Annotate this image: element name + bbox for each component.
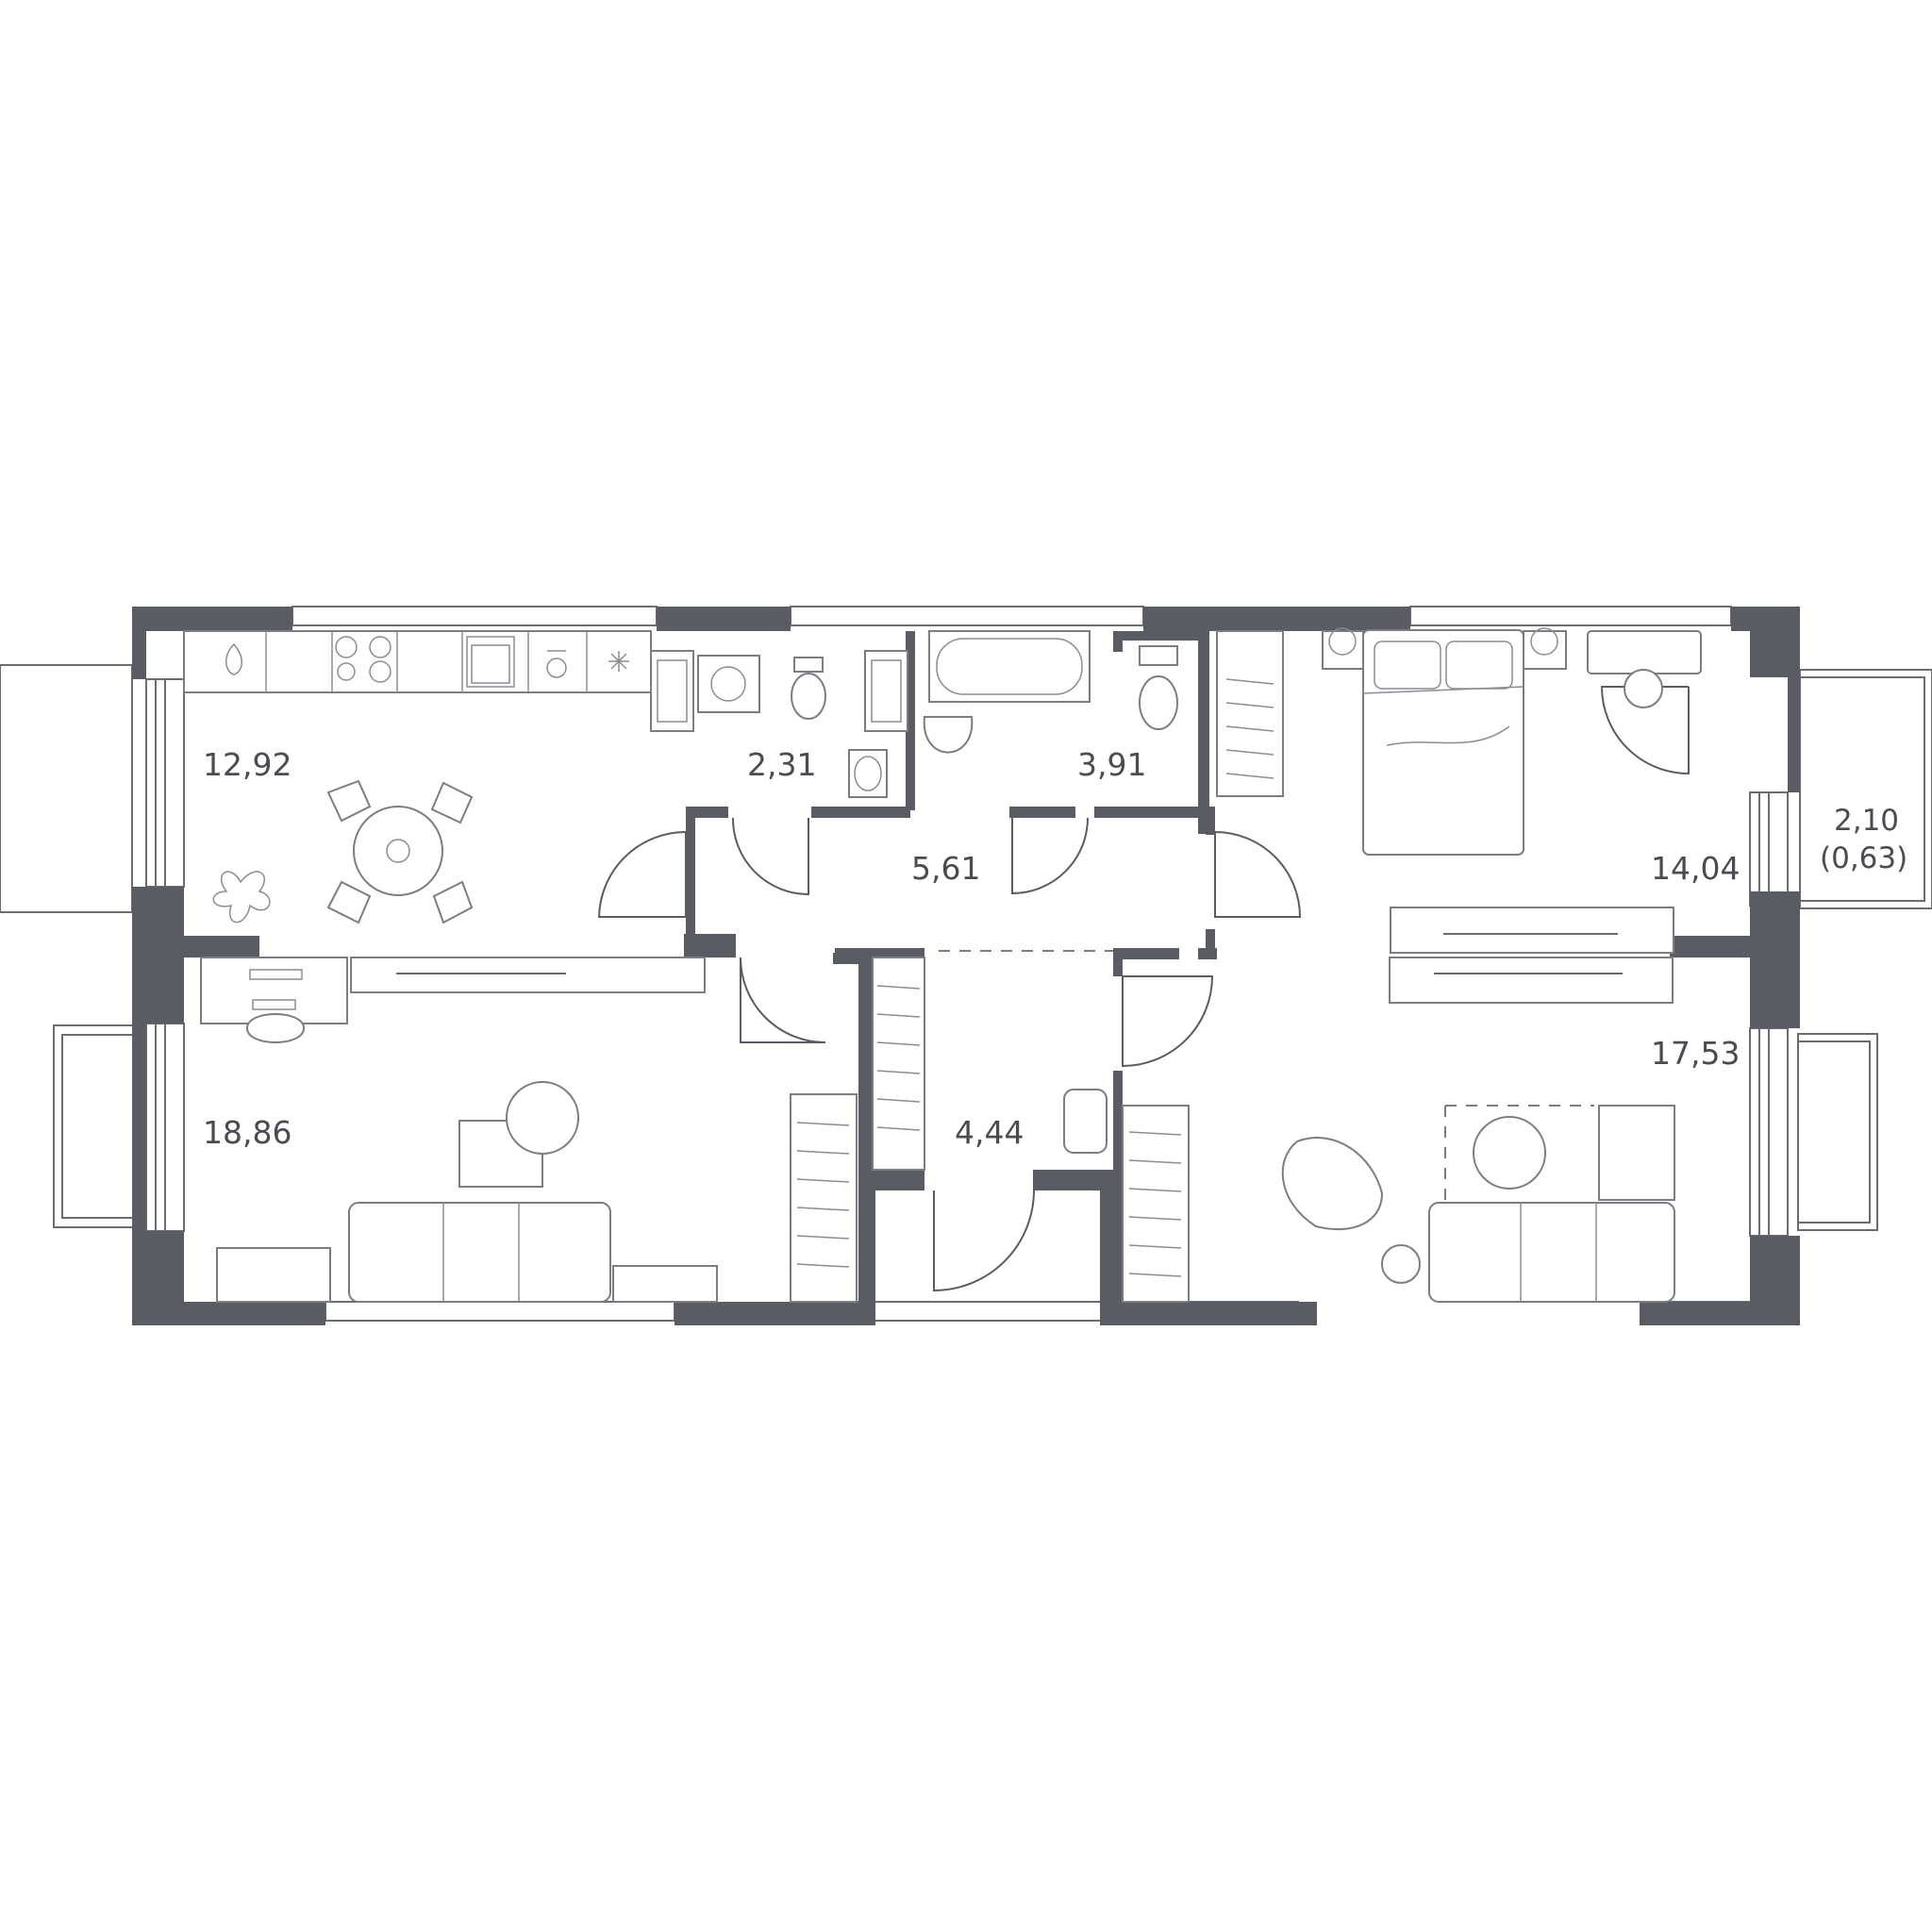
room-area-balcony-sub: (0,63) (1820, 841, 1907, 875)
bedroom (1216, 627, 1702, 954)
room-area-living-right: 17,53 (1651, 1035, 1740, 1072)
balcony-right-bottom (1797, 1033, 1878, 1231)
area-labels: 12,92 2,31 3,91 5,61 14,04 2,10 (0,63) 1… (203, 746, 1907, 1151)
chair-icon (326, 779, 474, 924)
bathroom-small-fixtures (650, 650, 888, 798)
bathroom-large-fixtures (864, 630, 1178, 754)
living-room-left (200, 957, 858, 1303)
fire-icon (225, 642, 242, 675)
fridge-icon (608, 651, 629, 672)
room-area-living-left: 18,86 (203, 1114, 291, 1151)
room-area-bedroom: 14,04 (1651, 850, 1740, 887)
coffee-table-icon (458, 1081, 579, 1188)
entrance (872, 950, 1113, 1171)
sink-icon (466, 636, 515, 688)
armchair-icon (1281, 1137, 1384, 1231)
nightstand-icon (1322, 627, 1567, 670)
wardrobe-icon (790, 1093, 858, 1303)
balcony-left-top (0, 664, 133, 913)
bathtub-icon (928, 630, 1091, 703)
wardrobe-icon (1122, 1105, 1190, 1303)
wardrobe-icon (1216, 630, 1284, 797)
living-room-right (1122, 957, 1675, 1303)
washbasin-icon (923, 716, 974, 754)
tv-icon (1389, 957, 1674, 1004)
coffee-table-icon (1444, 1105, 1675, 1207)
toilet-icon (1139, 645, 1178, 730)
pouf-icon (1063, 1089, 1108, 1154)
side-table-icon (1381, 1244, 1421, 1284)
washbasin-icon (848, 749, 888, 798)
room-area-bathroom-small: 2,31 (747, 746, 816, 783)
toilet-icon (791, 657, 826, 720)
tv-icon (1390, 907, 1674, 954)
room-area-entrance: 4,44 (955, 1114, 1024, 1151)
room-area-kitchen: 12,92 (203, 746, 291, 783)
room-area-bathroom-large: 3,91 (1077, 746, 1146, 783)
desk-icon (200, 957, 348, 1043)
desk-icon (1587, 630, 1702, 708)
sofa-icon (1428, 1202, 1675, 1303)
doors (597, 686, 1690, 1292)
balcony-left-bottom (53, 1024, 134, 1228)
bed-icon (1362, 629, 1524, 856)
wardrobe-icon (872, 957, 925, 1171)
room-area-hallway: 5,61 (911, 850, 980, 887)
dishwasher-icon (546, 650, 567, 678)
room-area-balcony: 2,10 (1834, 804, 1899, 838)
walls (132, 607, 1800, 1325)
tv-icon (350, 957, 706, 993)
plant-icon (212, 871, 271, 924)
stove-icon (335, 636, 391, 683)
dining-table-icon (326, 779, 474, 924)
sofa-icon (348, 1202, 611, 1303)
washer-icon (697, 655, 760, 713)
shelf-icon (216, 1247, 718, 1303)
kitchen (183, 630, 652, 924)
